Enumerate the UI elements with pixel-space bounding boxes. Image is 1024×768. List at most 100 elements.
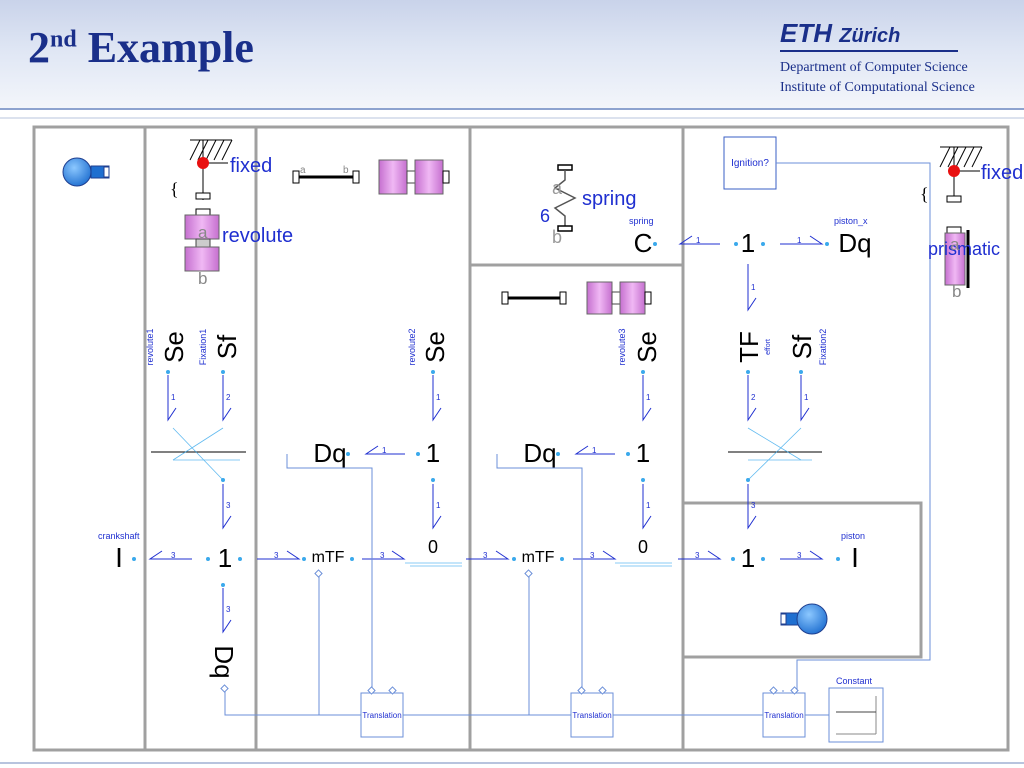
mtf-element-right[interactable]: mTF (522, 549, 555, 566)
revolute-label: revolute (222, 225, 293, 247)
one-junction-top[interactable]: 1 (741, 228, 755, 258)
piston-rod-icon (501, 281, 652, 315)
zero-junction-right[interactable]: 0 (638, 537, 648, 557)
translation-block-1[interactable] (360, 692, 404, 738)
translation-label-2: Translation (572, 711, 611, 720)
constant-block[interactable] (828, 687, 884, 743)
translation-block-2[interactable] (570, 692, 614, 738)
se-source-3[interactable]: Se (632, 331, 662, 363)
piston-panel (681, 501, 923, 659)
bond-num: 2 (751, 393, 756, 402)
bond-num: 1 (436, 501, 441, 510)
fixation1-label: Fixation1 (198, 329, 208, 366)
one-junction-mid-left[interactable]: 1 (426, 438, 440, 468)
bond-num: 1 (804, 393, 809, 402)
dq-element-left[interactable]: Dq (313, 438, 346, 468)
bond-num: 1 (751, 283, 756, 292)
one-junction-piston[interactable]: 1 (741, 543, 755, 573)
spring-frame-glyph: 6 (540, 206, 550, 226)
logo-eth: ETH (780, 18, 832, 48)
title-superscript: nd (50, 26, 77, 53)
revolute-port-b: b (198, 269, 207, 288)
revolute3-label: revolute3 (617, 328, 627, 365)
dq-element-bottom[interactable]: Dq (209, 645, 239, 678)
constant-plot-icon (836, 696, 877, 735)
crank-rod-icon (292, 159, 450, 195)
i-element-crankshaft[interactable]: I (115, 542, 123, 573)
revolute-joint-icon (184, 192, 220, 272)
translation-wiring (224, 454, 902, 716)
outer-frame (32, 125, 1010, 752)
logo-underline (780, 50, 958, 52)
sf-source-1[interactable]: Sf (212, 334, 242, 359)
spring-port-a: a (552, 178, 563, 198)
bond-num: 3 (274, 551, 279, 560)
bond-num: 3 (590, 551, 595, 560)
signal-connections (172, 427, 812, 567)
bond-arrows (148, 235, 824, 634)
constant-label: Constant (836, 676, 873, 686)
logo-city: Zürich (839, 25, 901, 47)
dq-element-right[interactable]: Dq (523, 438, 556, 468)
ignition-label: Ignition? (731, 158, 769, 169)
prismatic-port-b: b (952, 282, 961, 301)
bond-num: 1 (646, 393, 651, 402)
revolute2-label: revolute2 (407, 328, 417, 365)
eth-logo: ETH Zürich (780, 18, 900, 49)
title-number: 2 (28, 23, 50, 72)
title-text: Example (76, 23, 254, 72)
fixed-ground-icon-right (939, 146, 983, 200)
translation-label-1: Translation (362, 711, 401, 720)
panel-frames (32, 125, 1010, 752)
piston-x-label: piston_x (834, 216, 868, 226)
rod-port-b: b (343, 165, 349, 176)
sf-source-2[interactable]: Sf (787, 334, 817, 359)
revolute1-label: revolute1 (145, 328, 155, 365)
bond-num: 1 (171, 393, 176, 402)
prismatic-joint-icon (944, 195, 970, 288)
bond-num: 3 (226, 501, 231, 510)
fixation2-label: Fixation2 (818, 329, 828, 366)
bond-num: 2 (226, 393, 231, 402)
bond-num: 1 (382, 446, 387, 455)
bond-num: 3 (483, 551, 488, 560)
tf-element[interactable]: TF (734, 331, 764, 363)
institute-name: Institute of Computational Science (780, 80, 975, 95)
se-source-2[interactable]: Se (420, 331, 450, 363)
spring-icon (553, 164, 577, 232)
fixed-label-left: fixed (230, 155, 272, 177)
mtf-element-left[interactable]: mTF (312, 549, 345, 566)
spring-label: spring (582, 188, 636, 210)
fixed-joint-dot-right (948, 165, 960, 177)
bond-num: 3 (226, 605, 231, 614)
zero-junction-left[interactable]: 0 (428, 537, 438, 557)
i-element-piston[interactable]: I (851, 542, 859, 573)
spring-small-label: spring (629, 216, 654, 226)
translation-block-3[interactable] (762, 692, 806, 738)
rod-port-a: a (300, 165, 306, 176)
frame-glyph-left: { (170, 179, 179, 199)
bond-num: 1 (797, 236, 802, 245)
port-dots (132, 242, 840, 587)
ignition-signal-line (776, 162, 931, 661)
bond-num: 1 (646, 501, 651, 510)
spring-port-b: b (552, 227, 562, 247)
translation-label-3: Translation (764, 711, 803, 720)
crankshaft-label: crankshaft (98, 531, 140, 541)
prismatic-label: prismatic (928, 239, 1000, 259)
slide-title: 2nd Example (28, 22, 254, 73)
one-junction-mid-right[interactable]: 1 (636, 438, 650, 468)
footer-divider (0, 762, 1024, 764)
fixed-joint-dot (197, 157, 209, 169)
header-divider (0, 108, 1024, 110)
bond-num: 1 (592, 446, 597, 455)
dq-element-top[interactable]: Dq (838, 228, 871, 258)
bond-graph-diagram: { fixed a b revolute a b a b spring 6 (0, 117, 1024, 752)
c-element[interactable]: C (634, 228, 653, 258)
bond-num: 3 (380, 551, 385, 560)
se-source-1[interactable]: Se (159, 331, 189, 363)
one-junction-crank[interactable]: 1 (218, 543, 232, 573)
bond-num: 3 (797, 551, 802, 560)
piston-label: piston (841, 531, 865, 541)
frame-glyph-right: { (920, 184, 929, 204)
